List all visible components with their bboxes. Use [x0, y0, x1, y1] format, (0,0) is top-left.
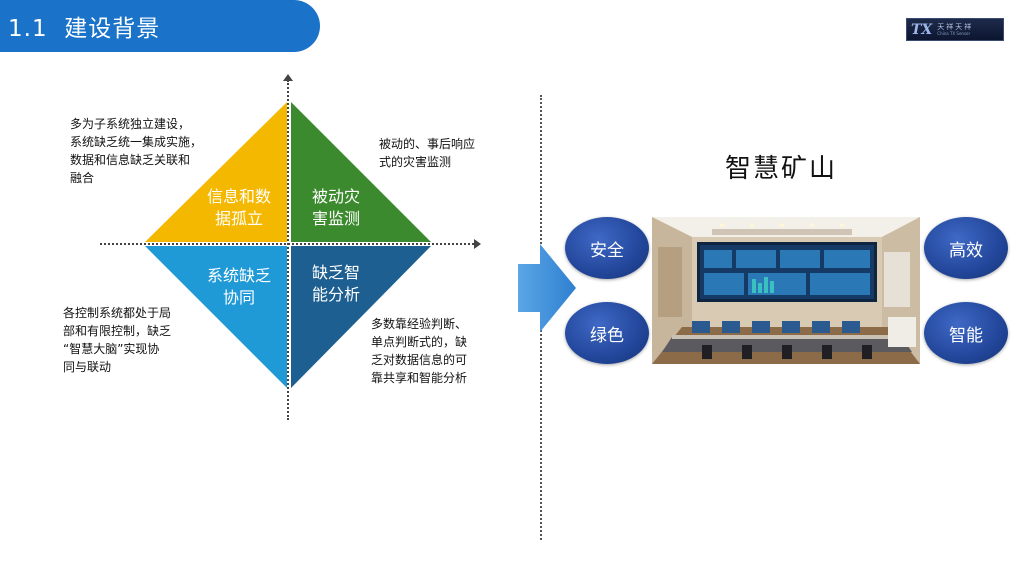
quadrant-label-no-intelligence: 缺乏智 能分析 [311, 263, 360, 304]
note-top-right: 被动的、事后响应 式的灾害监测 [379, 137, 476, 169]
horizontal-axis [100, 243, 478, 245]
axis-arrow-up-icon [283, 74, 293, 81]
vertical-axis [287, 80, 289, 420]
quadrant-top-right [291, 102, 431, 242]
quadrant-bottom-right [291, 246, 431, 388]
pillar-green: 绿色 [565, 302, 649, 364]
logo-mark: TX [911, 21, 933, 38]
section-title-bar: 1.1 建设背景 [0, 0, 320, 52]
pillar-efficient: 高效 [924, 217, 1008, 279]
note-bottom-right: 多数靠经验判断、 单点判断式的，缺 乏对数据信息的可 靠共享和智能分析 [371, 317, 468, 385]
section-title: 1.1 建设背景 [8, 16, 161, 42]
logo-english-text: China TX Sensor [937, 31, 971, 36]
pillar-safety: 安全 [565, 217, 649, 279]
logo-chinese-text: 天祥天祥 [937, 23, 974, 31]
pillar-intelligent: 智能 [924, 302, 1008, 364]
company-logo: TX 天祥天祥 China TX Sensor [906, 18, 1004, 41]
axis-arrow-right-icon [474, 239, 481, 249]
quadrant-top-left [145, 102, 287, 242]
quadrant-label-info-isolation: 信息和数 据孤立 [206, 187, 271, 228]
note-top-left: 多为子系统独立建设， 系统缺乏统一集成实施， 数据和信息缺乏关联和 融合 [70, 117, 203, 185]
quadrant-label-no-coordination: 系统缺乏 协同 [206, 266, 271, 307]
quadrant-bottom-left [145, 246, 287, 388]
quadrant-label-passive-monitoring: 被动灾 害监测 [311, 187, 360, 228]
note-bottom-left: 各控制系统都处于局 部和有限控制，缺乏 “智慧大脑”实现协 同与联动 [63, 306, 172, 374]
right-arrow-icon [518, 244, 576, 332]
smart-mine-title: 智慧矿山 [725, 154, 838, 184]
control-room-image [652, 217, 920, 364]
